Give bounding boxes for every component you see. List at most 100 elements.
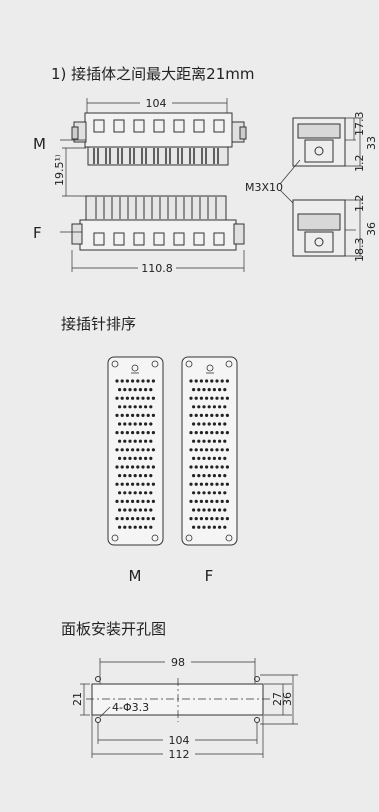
pin-contact bbox=[146, 396, 150, 400]
pin-contact bbox=[144, 525, 148, 529]
cutout-outline bbox=[91, 683, 264, 716]
pin-contact bbox=[202, 491, 206, 495]
pin-contact bbox=[120, 379, 124, 383]
pin-contact bbox=[125, 396, 129, 400]
pin-contact bbox=[225, 431, 229, 435]
pin-contact bbox=[220, 517, 224, 521]
pin-contact bbox=[189, 379, 193, 383]
pin-contact bbox=[225, 413, 229, 417]
dim-98-label: 98 bbox=[171, 656, 185, 669]
pin-contact bbox=[144, 491, 148, 495]
pin-contact bbox=[141, 431, 145, 435]
pin-contact bbox=[215, 448, 219, 452]
pin-contact bbox=[215, 499, 219, 503]
pin-contact bbox=[189, 499, 193, 503]
pin-contact bbox=[120, 465, 124, 469]
pin-contact bbox=[146, 499, 150, 503]
pin-contact bbox=[189, 431, 193, 435]
pin-contact bbox=[128, 422, 132, 426]
pin-contact bbox=[202, 474, 206, 478]
pin-contact bbox=[149, 456, 153, 460]
pin-contact bbox=[205, 448, 209, 452]
pin-contact bbox=[146, 448, 150, 452]
pin-contact bbox=[141, 517, 145, 521]
pin-contact bbox=[192, 405, 196, 409]
pin-contact bbox=[197, 525, 201, 529]
pin-contact bbox=[141, 499, 145, 503]
pin-contact bbox=[136, 431, 140, 435]
pin-contact bbox=[205, 517, 209, 521]
pin-contact bbox=[149, 405, 153, 409]
pin-contact bbox=[212, 439, 216, 443]
pin-contact bbox=[118, 388, 122, 392]
pin-contact bbox=[115, 482, 119, 486]
pin-contact bbox=[192, 439, 196, 443]
pin-contact bbox=[215, 413, 219, 417]
pin-contact bbox=[197, 405, 201, 409]
pin-contact bbox=[207, 456, 211, 460]
dim-36-panel-label: 36 bbox=[281, 692, 294, 706]
pin-contact bbox=[125, 413, 129, 417]
pin-contact bbox=[118, 456, 122, 460]
pin-contact bbox=[223, 422, 227, 426]
insert-f bbox=[181, 356, 238, 546]
pin-contact bbox=[207, 491, 211, 495]
pin-contact bbox=[199, 465, 203, 469]
pin-contact bbox=[136, 448, 140, 452]
pin-contact bbox=[146, 482, 150, 486]
pin-contact bbox=[125, 499, 129, 503]
pin-contact bbox=[123, 388, 127, 392]
pin-contact bbox=[115, 499, 119, 503]
pin-grid-m bbox=[115, 379, 155, 529]
pin-contact bbox=[146, 465, 150, 469]
pin-contact bbox=[118, 439, 122, 443]
pin-label-f: F bbox=[205, 567, 214, 585]
pin-contact bbox=[212, 405, 216, 409]
pin-contact bbox=[192, 388, 196, 392]
pin-contact bbox=[205, 431, 209, 435]
pin-contact bbox=[115, 379, 119, 383]
pin-contact bbox=[194, 448, 198, 452]
pin-contact bbox=[218, 508, 222, 512]
pin-contact bbox=[118, 491, 122, 495]
pin-contact bbox=[210, 379, 214, 383]
pin-contact bbox=[128, 456, 132, 460]
connector-front-view: 104 bbox=[33, 97, 247, 275]
pin-contact bbox=[207, 422, 211, 426]
pin-contact bbox=[189, 413, 193, 417]
pin-contact bbox=[194, 517, 198, 521]
pin-contact bbox=[223, 508, 227, 512]
panel-cutout-heading: 面板安装开孔图 bbox=[61, 620, 167, 638]
pin-contact bbox=[133, 456, 137, 460]
label-m-front: M bbox=[33, 135, 46, 153]
pin-contact bbox=[225, 448, 229, 452]
pin-contact bbox=[146, 517, 150, 521]
pin-contact bbox=[218, 422, 222, 426]
pin-contact bbox=[144, 456, 148, 460]
pin-contact bbox=[210, 396, 214, 400]
pin-contact bbox=[225, 517, 229, 521]
pin-contact bbox=[128, 525, 132, 529]
pin-contact bbox=[125, 482, 129, 486]
pin-contact bbox=[205, 396, 209, 400]
pin-contact bbox=[197, 508, 201, 512]
pin-contact bbox=[131, 499, 135, 503]
pin-contact bbox=[136, 465, 140, 469]
pin-contact bbox=[128, 474, 132, 478]
pin-contact bbox=[120, 431, 124, 435]
pin-contact bbox=[194, 482, 198, 486]
pin-contact bbox=[199, 482, 203, 486]
pin-contact bbox=[199, 499, 203, 503]
pin-contact bbox=[149, 439, 153, 443]
pin-contact bbox=[220, 413, 224, 417]
pin-contact bbox=[202, 508, 206, 512]
pin-contact bbox=[123, 456, 127, 460]
pin-contact bbox=[218, 525, 222, 529]
pin-contact bbox=[123, 405, 127, 409]
pin-contact bbox=[223, 456, 227, 460]
pin-contact bbox=[210, 431, 214, 435]
pin-contact bbox=[218, 456, 222, 460]
pin-contact bbox=[192, 508, 196, 512]
pin-contact bbox=[210, 465, 214, 469]
pin-grid-f bbox=[189, 379, 229, 529]
